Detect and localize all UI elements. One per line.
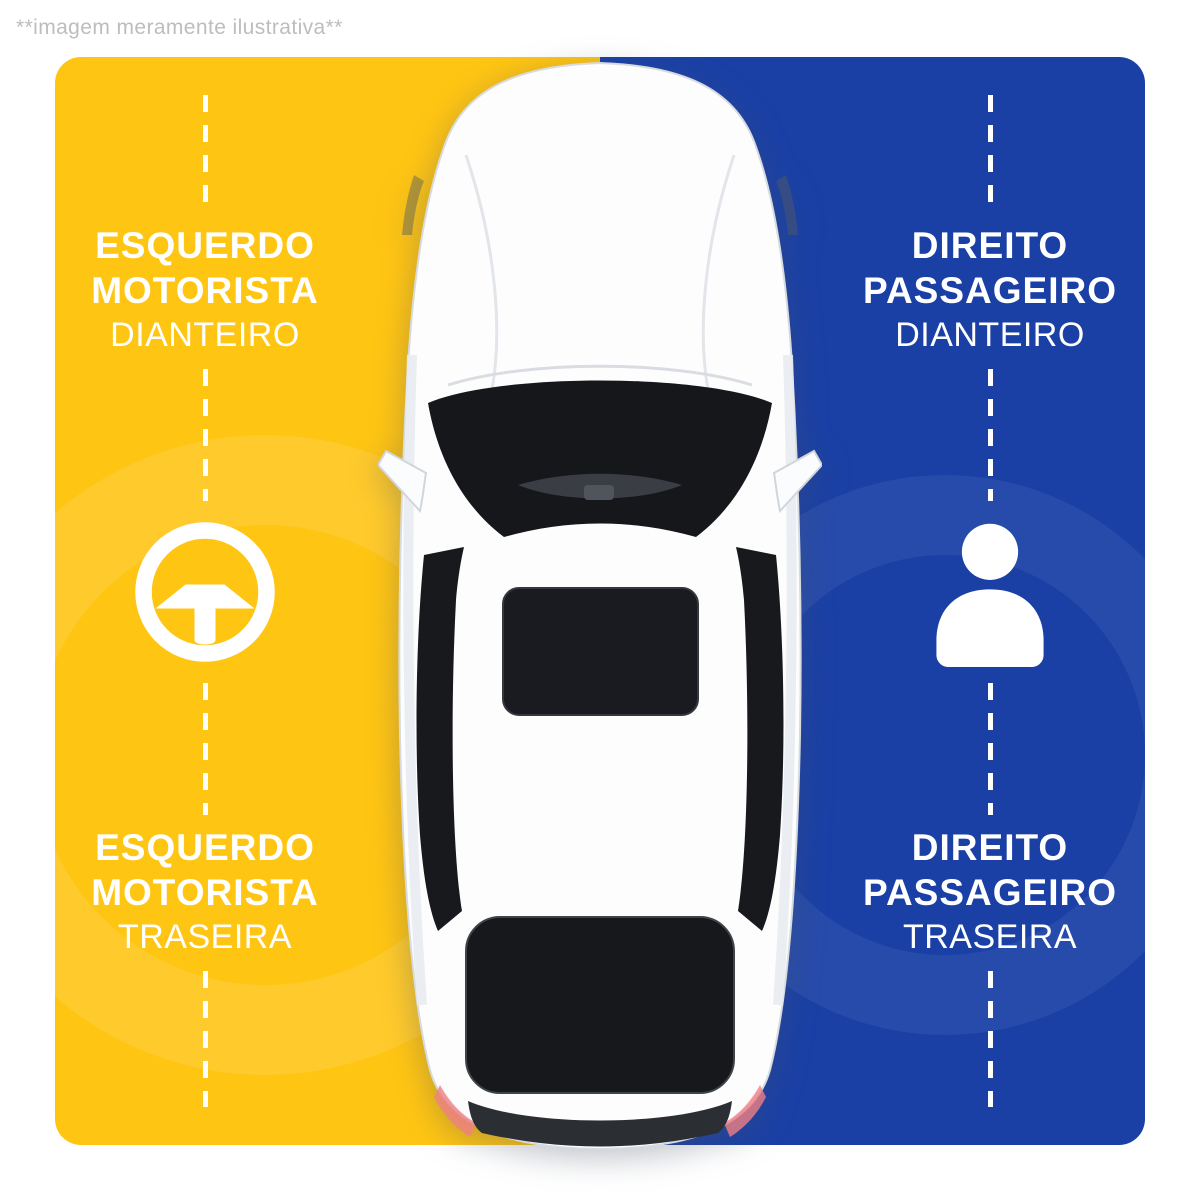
label-rear-passenger: DIREITO PASSAGEIRO TRASEIRA — [863, 815, 1117, 971]
driver-side-column: ESQUERDO MOTORISTA DIANTEIRO ESQUERDO MO… — [50, 95, 360, 1107]
label-line: ESQUERDO — [95, 827, 315, 869]
dashed-line-segment — [987, 95, 993, 213]
dashed-line-segment — [987, 368, 993, 501]
left-side-windows — [416, 547, 464, 931]
right-side-windows — [736, 547, 784, 931]
right-mirror — [772, 449, 822, 514]
label-line: TRASEIRA — [117, 918, 293, 957]
dashed-line-segment — [202, 368, 208, 501]
passenger-side-column: DIREITO PASSAGEIRO DIANTEIRO DIREITO PAS… — [835, 95, 1145, 1107]
label-line: TRASEIRA — [902, 918, 1078, 957]
dashed-line-segment — [987, 971, 993, 1107]
label-line: MOTORISTA — [91, 270, 319, 312]
label-line: PASSAGEIRO — [863, 872, 1117, 914]
label-line: PASSAGEIRO — [863, 270, 1117, 312]
dashed-line-segment — [202, 95, 208, 213]
label-line: DIANTEIRO — [110, 316, 300, 355]
disclaimer-text: **imagem meramente ilustrativa** — [16, 16, 343, 39]
windshield — [428, 380, 772, 537]
left-mirror — [378, 449, 428, 514]
dashed-line-segment — [987, 683, 993, 816]
car-top-view-illustration — [378, 61, 822, 1151]
label-line: DIREITO — [911, 827, 1069, 869]
label-line: MOTORISTA — [91, 872, 319, 914]
rear-bumper — [468, 1101, 732, 1147]
label-front-driver: ESQUERDO MOTORISTA DIANTEIRO — [91, 213, 319, 369]
label-line: ESQUERDO — [95, 225, 315, 266]
sunroof — [502, 587, 699, 716]
dashed-line-segment — [202, 683, 208, 816]
label-front-passenger: DIREITO PASSAGEIRO DIANTEIRO — [863, 213, 1117, 369]
label-rear-driver: ESQUERDO MOTORISTA TRASEIRA — [91, 815, 319, 971]
dashed-line-segment — [202, 971, 208, 1107]
person-icon — [923, 501, 1057, 683]
steering-wheel-icon — [130, 501, 280, 683]
label-line: DIREITO — [911, 225, 1069, 266]
label-line: DIANTEIRO — [895, 316, 1085, 355]
rear-window — [465, 916, 735, 1094]
